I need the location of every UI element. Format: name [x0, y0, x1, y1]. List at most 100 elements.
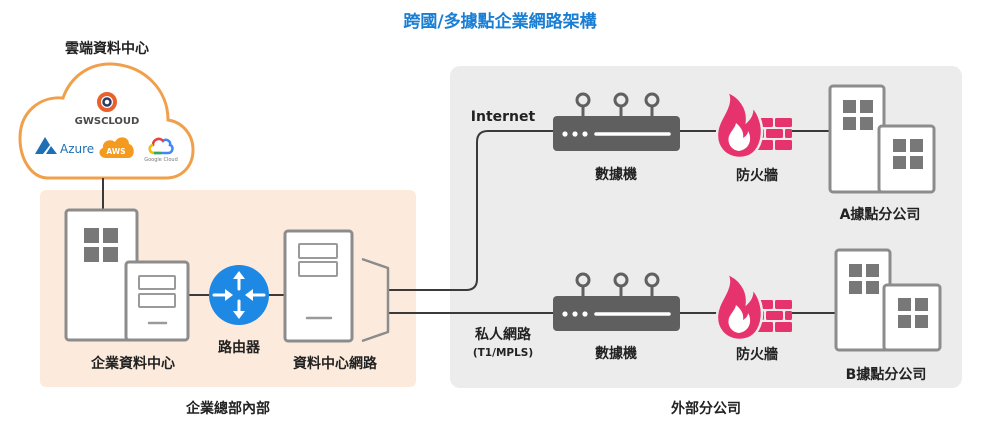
- firewall-brick: [775, 300, 792, 309]
- firewall-flame-core: [728, 305, 751, 333]
- modem-antenna-tip: [575, 272, 591, 288]
- google-cloud-icon-yellow: [148, 143, 155, 155]
- firewall-flame: [715, 89, 764, 160]
- cloud-label: 雲端資料中心: [65, 40, 149, 57]
- azure-logo: Azure: [35, 137, 94, 156]
- diagram-title: 跨國/多據點企業網路架構: [403, 11, 596, 32]
- firewall-brick: [775, 118, 792, 127]
- firewall-bricks: [750, 300, 792, 332]
- modem-antenna-tip: [575, 92, 591, 108]
- modem-led: [582, 131, 588, 137]
- modem-antenna-tip: [613, 272, 629, 288]
- azure-icon: [35, 137, 50, 154]
- firewall-brick: [775, 140, 792, 150]
- server-drive-bar: [138, 293, 176, 308]
- router-circle: [209, 265, 269, 325]
- private-network-detail: (T1/MPLS): [473, 347, 533, 359]
- gws-logo-text: GWSCLOUD: [75, 116, 140, 127]
- server-drive-bar: [298, 243, 338, 259]
- aws-label: AWS: [106, 147, 125, 156]
- router-arrowhead-left: [225, 289, 233, 301]
- modem-label: 數據機: [595, 345, 637, 362]
- firewall-brick: [775, 322, 792, 332]
- building-window: [860, 100, 873, 113]
- router-label: 路由器: [218, 339, 261, 356]
- modem-antenna-tip: [644, 92, 660, 108]
- office-b-label: B據點分公司: [846, 366, 927, 383]
- building-window: [866, 264, 879, 277]
- office-b-building-icon: [834, 248, 942, 352]
- modem-led: [572, 131, 578, 137]
- network-label: 資料中心網路: [293, 355, 378, 372]
- firewall-brick: [766, 311, 783, 320]
- router-icon: [209, 265, 269, 325]
- modem-icon: [553, 272, 680, 331]
- building-window: [898, 315, 911, 328]
- server-drive-bar: [138, 275, 176, 290]
- branch-region-label: 外部分公司: [671, 400, 741, 417]
- modem-led: [582, 311, 588, 317]
- building-window: [103, 247, 118, 262]
- building-window: [843, 100, 856, 113]
- building-window: [860, 117, 873, 130]
- firewall-label: 防火牆: [736, 167, 778, 184]
- google-cloud-logo: Google Cloud: [144, 137, 178, 163]
- building-window: [849, 281, 862, 294]
- modem-label: 數據機: [595, 166, 637, 183]
- office-short-building: [877, 124, 936, 194]
- network-bracket: [361, 257, 390, 343]
- building-window: [910, 156, 923, 169]
- internet-label: Internet: [471, 109, 536, 125]
- modem-antenna-tip: [644, 272, 660, 288]
- network-server-icon: [283, 229, 390, 343]
- building-window: [893, 156, 906, 169]
- aws-cloud-icon: [99, 137, 134, 158]
- building-window: [849, 264, 862, 277]
- office-tall-building: [834, 248, 892, 352]
- modem-icon: [553, 92, 680, 151]
- building-window: [910, 139, 923, 152]
- gws-logo-outer-icon: [97, 92, 117, 112]
- office-a-label: A據點分公司: [840, 206, 921, 223]
- firewall-icon: [715, 271, 792, 342]
- hq-region-label: 企業總部內部: [185, 400, 270, 417]
- firewall-brick: [785, 311, 792, 320]
- office-tall-building: [828, 84, 886, 194]
- modem-led: [562, 131, 568, 137]
- gws-cloud-logo: GWSCLOUD: [75, 92, 140, 127]
- building-window: [893, 139, 906, 152]
- building-window: [843, 117, 856, 130]
- server-drive-bar: [298, 261, 338, 277]
- azure-label: Azure: [60, 142, 94, 156]
- office-a-building-icon: [828, 84, 936, 194]
- building-window: [915, 298, 928, 311]
- firewall-flame: [715, 271, 764, 342]
- building-window: [84, 247, 99, 262]
- google-cloud-icon-red: [151, 137, 164, 146]
- building-window: [866, 281, 879, 294]
- azure-icon-part: [46, 146, 57, 154]
- firewall-flame-core: [728, 123, 751, 151]
- gws-logo-inner-icon: [102, 97, 112, 107]
- office-short-building: [882, 283, 942, 352]
- building-window: [915, 315, 928, 328]
- modem-led: [572, 311, 578, 317]
- google-cloud-label: Google Cloud: [144, 157, 178, 163]
- firewall-brick: [785, 129, 792, 138]
- modem-antenna-tip: [613, 92, 629, 108]
- router-arrowhead-right: [245, 289, 253, 301]
- firewall-icon: [715, 89, 792, 160]
- firewall-label: 防火牆: [736, 346, 778, 363]
- enterprise-datacenter-icon: [64, 208, 190, 342]
- datacenter-label: 企業資料中心: [90, 355, 175, 372]
- aws-logo: AWS: [99, 137, 134, 158]
- router-arrowhead-up: [233, 271, 245, 279]
- building-window: [84, 228, 99, 243]
- router-arrowhead-down: [233, 311, 245, 319]
- internet-link: [388, 130, 553, 291]
- private-network-label: 私人網路: [475, 326, 532, 343]
- modem-led: [562, 311, 568, 317]
- building-window: [103, 228, 118, 243]
